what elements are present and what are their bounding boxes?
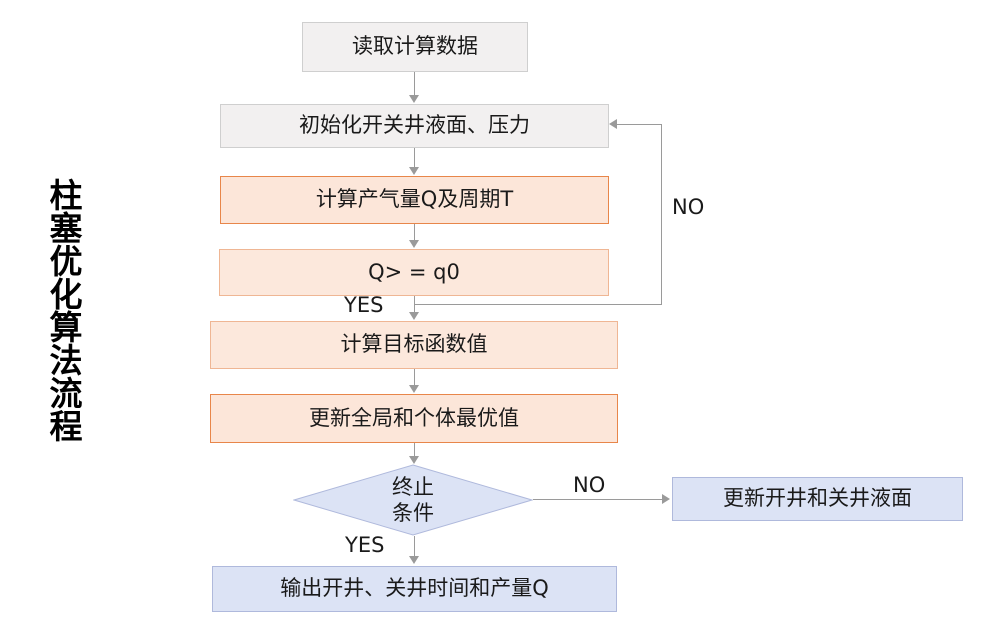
node-update-global-personal-best[interactable]: 更新全局和个体最优值	[210, 394, 618, 443]
connector-no-loop-vertical	[661, 124, 662, 305]
connector-no-loop-horizontal-bottom	[414, 304, 662, 305]
figure-side-title: 柱塞优化算法流程	[44, 178, 83, 442]
diamond-shape	[293, 464, 533, 536]
arrowhead-calc-to-condition	[409, 240, 419, 248]
edge-label-no-loop: NO	[672, 195, 705, 219]
node-terminate-condition[interactable]: 终止 条件	[293, 464, 533, 536]
arrowhead-update-best-to-terminate	[409, 456, 419, 464]
node-calc-gas-and-cycle[interactable]: 计算产气量Q及周期T	[220, 176, 609, 224]
edge-label-yes-condition: YES	[344, 293, 384, 317]
connector-update-best-to-terminate	[414, 443, 415, 457]
node-update-well-levels[interactable]: 更新开井和关井液面	[672, 477, 963, 521]
arrowhead-terminate-no-to-update-levels	[662, 494, 670, 504]
connector-calc-to-condition	[414, 224, 415, 241]
arrowhead-init-to-calc	[409, 167, 419, 175]
edge-label-no-terminate: NO	[573, 473, 606, 497]
arrowhead-no-loop-into-init	[609, 119, 617, 129]
connector-terminate-yes-to-output	[414, 536, 415, 557]
arrowhead-condition-yes-to-objective	[409, 312, 419, 320]
arrowhead-read-to-init	[409, 95, 419, 103]
connector-read-to-init	[414, 72, 415, 96]
connector-terminate-no-to-update-levels	[533, 499, 663, 500]
node-objective-function[interactable]: 计算目标函数值	[210, 321, 618, 369]
connector-objective-to-update-best	[414, 369, 415, 386]
connector-init-to-calc	[414, 148, 415, 168]
edge-label-yes-terminate: YES	[345, 533, 385, 557]
arrowhead-objective-to-update-best	[409, 385, 419, 393]
connector-no-loop-horizontal-top	[616, 124, 662, 125]
node-output-results[interactable]: 输出开井、关井时间和产量Q	[212, 566, 617, 612]
arrowhead-terminate-yes-to-output	[409, 556, 419, 564]
node-read-data[interactable]: 读取计算数据	[302, 22, 528, 72]
node-condition-q-ge-q0[interactable]: Q> = q0	[219, 249, 609, 296]
node-initialize[interactable]: 初始化开关井液面、压力	[220, 104, 609, 148]
